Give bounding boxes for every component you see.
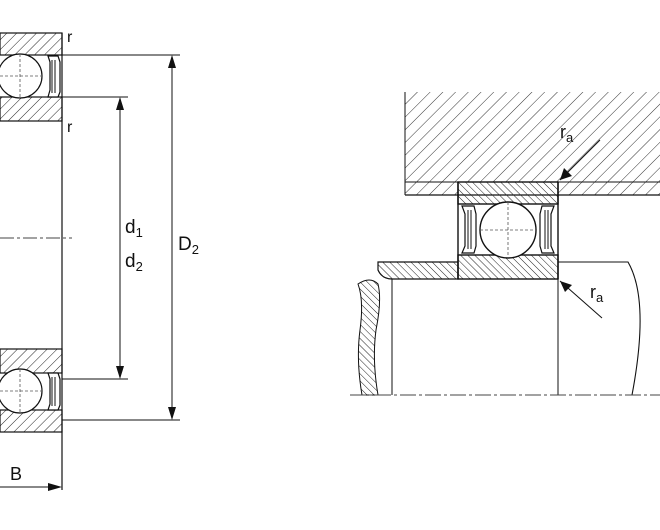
shaft-break-section [357, 279, 381, 396]
d2-label: d2 [125, 251, 143, 274]
inner-ring-top [0, 96, 63, 122]
shaft-shoulder [377, 261, 459, 280]
seal-right [539, 205, 555, 254]
outer-ring-bottom [0, 409, 63, 433]
shaft-right-end [558, 261, 641, 396]
r-label-top: r [67, 29, 73, 46]
bearing-outer-ring [457, 181, 559, 205]
housing [405, 92, 660, 195]
bearing-cross-section [0, 32, 180, 491]
inner-ring-bottom [0, 348, 63, 374]
seal-top [47, 55, 61, 98]
D2-label: D2 [178, 234, 199, 257]
d1-label: d1 [125, 217, 143, 240]
outer-ring-top [0, 32, 63, 56]
r-label-mid: r [67, 119, 73, 136]
ra-label-top: ra [560, 122, 574, 145]
B-label: B [10, 464, 22, 484]
seal-left [461, 205, 477, 254]
seal-bottom [47, 372, 61, 411]
ra-label-bottom: ra [590, 282, 604, 305]
mounting-diagram [350, 92, 660, 396]
